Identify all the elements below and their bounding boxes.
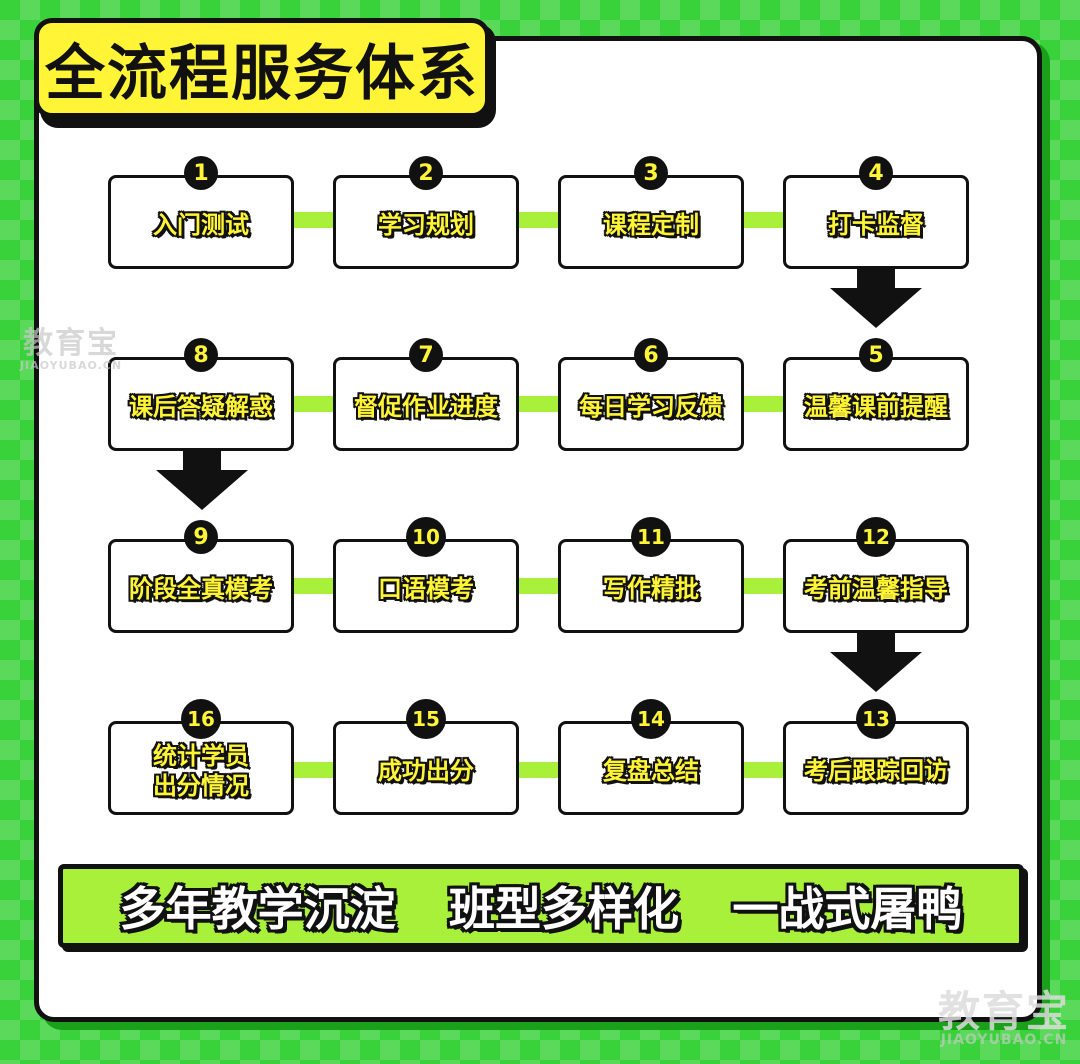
step-label: 每日学习反馈 <box>579 393 723 421</box>
down-arrow-stem <box>857 632 895 654</box>
slogan-3: 一战式屠鸭 <box>732 882 963 936</box>
watermark-bottom-right: 教育宝 JIAOYUBAO.CN <box>938 987 1071 1048</box>
watermark-left: 教育宝 JIAOYUBAO.CN <box>20 328 122 372</box>
step-box: 打卡监督 <box>783 175 969 269</box>
step-number: 8 <box>184 338 218 372</box>
step-box: 考后跟踪回访 <box>783 721 969 815</box>
step-number: 3 <box>634 156 668 190</box>
watermark-url: JIAOYUBAO.CN <box>940 1032 1068 1048</box>
down-arrow-icon <box>156 470 248 510</box>
down-arrow-stem <box>857 268 895 290</box>
step-number: 11 <box>631 517 671 557</box>
step-label: 考前温馨指导 <box>804 575 948 603</box>
step-number: 12 <box>856 517 896 557</box>
step-box: 考前温馨指导 <box>783 539 969 633</box>
step-label: 入门测试 <box>153 211 249 239</box>
slogan-2: 班型多样化 <box>448 882 679 936</box>
step-label: 复盘总结 <box>603 757 699 785</box>
step-number: 9 <box>184 520 218 554</box>
down-arrow-icon <box>830 652 922 692</box>
step-box: 学习规划 <box>333 175 519 269</box>
watermark-logo-text: 教育宝 <box>23 326 120 361</box>
step-label: 课程定制 <box>603 211 699 239</box>
down-arrow-stem <box>183 450 221 472</box>
step-label: 学习规划 <box>378 211 474 239</box>
step-number: 13 <box>856 699 896 739</box>
step-label: 督促作业进度 <box>354 393 498 421</box>
step-box: 温馨课前提醒 <box>783 357 969 451</box>
step-label: 课后答疑解惑 <box>129 393 273 421</box>
down-arrow-icon <box>830 288 922 328</box>
step-number: 16 <box>181 699 221 739</box>
page-title: 全流程服务体系 <box>34 18 490 118</box>
step-number: 10 <box>406 517 446 557</box>
step-label: 口语模考 <box>378 575 474 603</box>
step-number: 4 <box>859 156 893 190</box>
step-label: 阶段全真模考 <box>129 575 273 603</box>
step-label: 写作精批 <box>603 575 699 603</box>
step-label: 温馨课前提醒 <box>804 393 948 421</box>
slogan-1: 多年教学沉淀 <box>119 882 396 936</box>
step-number: 6 <box>634 338 668 372</box>
slogan-bar: 多年教学沉淀 班型多样化 一战式屠鸭 <box>58 864 1024 948</box>
step-label: 考后跟踪回访 <box>804 757 948 785</box>
step-label: 成功出分 <box>378 757 474 785</box>
step-number: 15 <box>406 699 446 739</box>
step-label: 统计学员 出分情况 <box>153 742 249 800</box>
step-number: 7 <box>409 338 443 372</box>
step-number: 14 <box>631 699 671 739</box>
step-number: 2 <box>409 156 443 190</box>
step-number: 1 <box>184 156 218 190</box>
watermark-logo-text: 教育宝 <box>938 987 1071 1036</box>
step-box: 阶段全真模考 <box>108 539 294 633</box>
watermark-url: JIAOYUBAO.CN <box>20 359 123 372</box>
step-number: 5 <box>859 338 893 372</box>
step-box: 督促作业进度 <box>333 357 519 451</box>
step-box: 课程定制 <box>558 175 744 269</box>
step-label: 打卡监督 <box>828 211 924 239</box>
